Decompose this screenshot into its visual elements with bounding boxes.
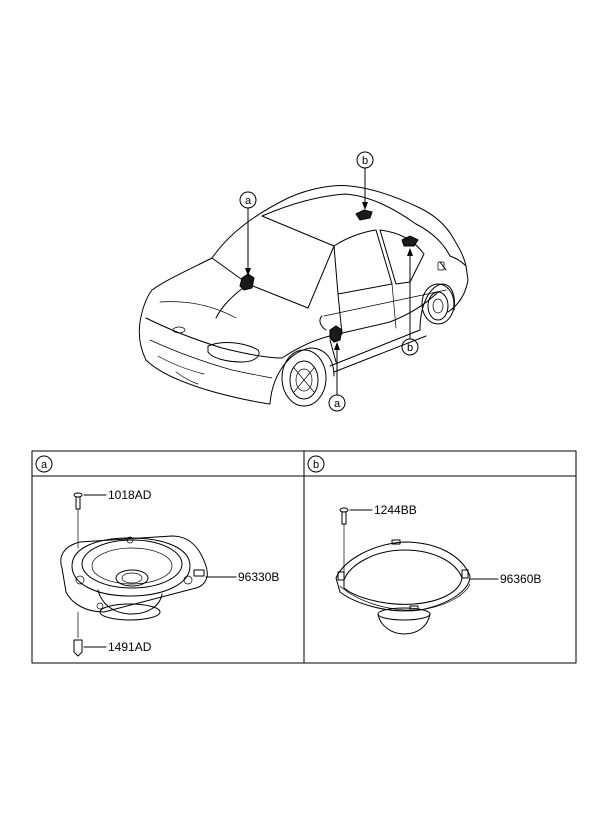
car-illustration bbox=[138, 185, 469, 407]
speaker-96360B bbox=[335, 539, 499, 635]
door-tweeter-marker bbox=[329, 325, 343, 343]
rear-door-speaker-marker bbox=[401, 235, 419, 247]
panel-a: a 1018AD bbox=[35, 455, 279, 657]
callout-label-a-top: a bbox=[245, 195, 252, 207]
callout-label-b-bottom: b bbox=[407, 342, 413, 354]
callout-label-a-bottom: a bbox=[334, 398, 341, 410]
panel-a-label: a bbox=[41, 459, 48, 471]
speaker-96330B bbox=[60, 535, 237, 621]
part-code-96330B: 96330B bbox=[238, 570, 279, 584]
callout-label-b-top: b bbox=[362, 155, 368, 167]
panel-b-badge bbox=[307, 455, 325, 473]
screw-1018AD bbox=[73, 492, 107, 549]
part-code-1491AD: 1491AD bbox=[108, 640, 152, 654]
panel-b: b 1244BB 96360B bbox=[307, 455, 541, 635]
screw-1244BB bbox=[339, 507, 373, 575]
part-code-1018AD: 1018AD bbox=[108, 488, 152, 502]
clip-1491AD bbox=[73, 611, 107, 657]
detail-panels-frame bbox=[31, 450, 577, 664]
front-door-speaker-marker bbox=[239, 273, 255, 291]
part-code-1244BB: 1244BB bbox=[374, 503, 417, 517]
panel-a-badge bbox=[35, 455, 53, 473]
rear-shelf-speaker-marker bbox=[355, 209, 373, 221]
part-code-96360B: 96360B bbox=[500, 572, 541, 586]
callouts: a b b a bbox=[239, 151, 419, 412]
panel-b-label: b bbox=[313, 459, 319, 471]
